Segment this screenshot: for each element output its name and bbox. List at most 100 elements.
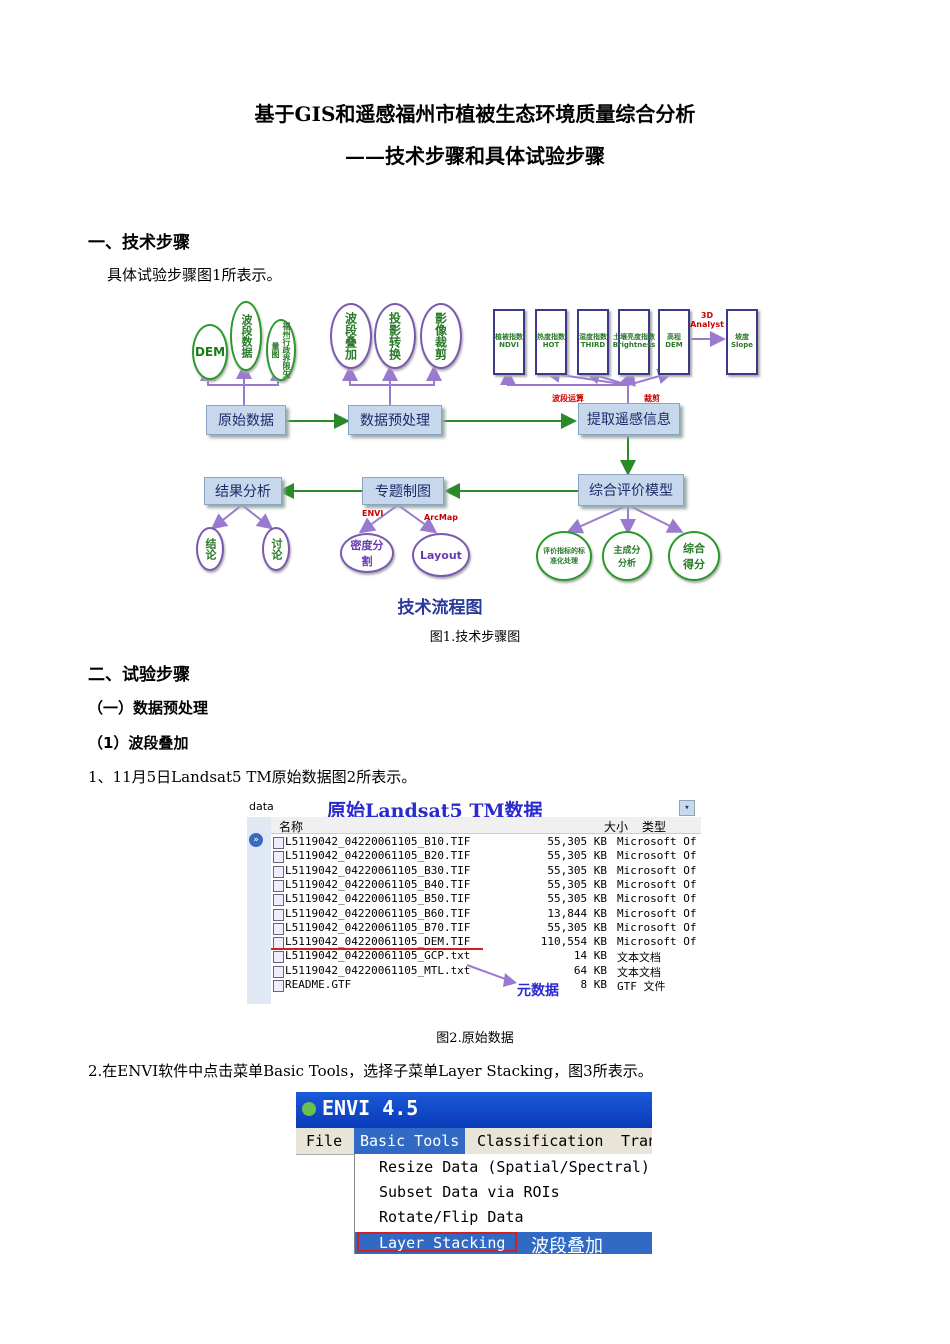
file-row[interactable]: L5119042_04220061105_B30.TIF 55,305 KB Mic… (247, 864, 701, 878)
section1-heading: 一、技术步骤 (88, 233, 190, 253)
envi-titlebar: ENVI 4.5 (296, 1092, 652, 1128)
third-box: 湿度指数THIRD (577, 309, 609, 375)
file-icon (273, 965, 284, 978)
hot-box: 热度指数HOT (535, 309, 567, 375)
section2-heading: 二、试验步骤 (88, 665, 190, 685)
file-type: GTF 文件 (617, 980, 666, 993)
side-pane: » (247, 817, 271, 1004)
file-type: Microsoft Of (617, 935, 697, 949)
preprocess-box: 数据预处理 (348, 405, 442, 435)
envi-screenshot: ENVI 4.5 File Basic Tools Classification… (296, 1092, 652, 1254)
column-size[interactable]: 大小 (604, 820, 629, 834)
file-name: README.GTF (285, 978, 352, 991)
highlight-box (357, 1232, 517, 1252)
thematic-mapping-box: 专题制图 (362, 477, 444, 505)
envi-logo-icon (302, 1102, 316, 1116)
band-data-ellipse: 波段数据 (230, 301, 262, 371)
figure1-caption: 图1.技术步骤图 (429, 630, 521, 645)
address-path: data (249, 800, 274, 813)
layout-ellipse: Layout (412, 533, 470, 577)
file-explorer-screenshot: data 原始Landsat5 TM数据 ▾ » 名称 大小 类型 L51190… (247, 797, 701, 1004)
menu-classification[interactable]: Classification (477, 1132, 604, 1150)
file-type: 文本文档 (617, 965, 661, 979)
section1-text: 具体试验步骤图1所表示。 (107, 266, 282, 284)
slope-box: 坡度Slope (726, 309, 758, 375)
density-slice-ellipse: 密度分割 (340, 533, 394, 573)
file-name: L5119042_04220061105_B30.TIF (285, 863, 471, 877)
chevron-down-icon[interactable]: ▾ (679, 800, 695, 816)
file-icon (273, 851, 284, 864)
brightness-box: 土壤亮度指数Brightness (613, 309, 655, 375)
submenu-layer-stacking[interactable]: Layer Stacking (379, 1234, 506, 1252)
file-size: 55,305 KB (547, 849, 607, 863)
layer-stacking-row[interactable]: Layer Stacking 波段叠加 (355, 1232, 652, 1254)
file-name: L5119042_04220061105_B60.TIF (285, 906, 471, 920)
figure2-caption: 图2.原始数据 (436, 1031, 514, 1046)
pca-ellipse: 主成分分析 (602, 531, 652, 581)
boundary-ellipse: 福州行政界限矢量图 (266, 319, 296, 381)
menu-file[interactable]: File (306, 1132, 343, 1150)
step1-text: 1、11月5日Landsat5 TM原始数据图2所表示。 (88, 768, 417, 786)
file-row[interactable]: L5119042_04220061105_B60.TIF 13,844 KB Mic… (247, 907, 701, 921)
file-icon (273, 865, 284, 878)
file-icon (273, 894, 284, 907)
file-row[interactable]: L5119042_04220061105_GCP.txt 14 KB 文本文档 (247, 949, 701, 965)
band-calc-label: 波段运算 (552, 394, 584, 403)
file-icon (273, 879, 284, 892)
file-icon (273, 837, 284, 849)
score-ellipse: 综合得分 (668, 531, 720, 581)
subsection-heading: （一）数据预处理 (88, 699, 209, 717)
metadata-annotation: 元数据 (517, 983, 559, 999)
file-name: L5119042_04220061105_B10.TIF (285, 835, 471, 848)
flowchart-title: 技术流程图 (397, 598, 483, 618)
file-icon (273, 908, 284, 921)
file-type: 文本文档 (617, 951, 661, 965)
dem-ellipse: DEM (192, 324, 228, 380)
file-name: L5119042_04220061105_B70.TIF (285, 920, 471, 934)
file-type: Microsoft Of (617, 920, 697, 934)
file-type: Microsoft Of (617, 906, 697, 920)
file-size: 55,305 KB (547, 920, 607, 934)
overlay-title: 原始Landsat5 TM数据 (327, 800, 543, 822)
ndvi-box: 植被指数NDVI (493, 309, 525, 375)
extract-info-box: 提取遥感信息 (578, 403, 680, 435)
projection-ellipse: 投影转换 (374, 303, 416, 369)
submenu-subset-data[interactable]: Subset Data via ROIs (379, 1183, 560, 1201)
band-stack-ellipse: 波段叠加 (330, 303, 372, 369)
flowchart-arrows (200, 331, 726, 535)
column-type[interactable]: 类型 (642, 820, 667, 834)
menu-basic-tools[interactable]: Basic Tools (354, 1128, 466, 1154)
standardize-ellipse: 评价指标的标准化处理 (536, 531, 592, 581)
file-type: Microsoft Of (617, 892, 697, 906)
file-size: 13,844 KB (547, 906, 607, 920)
column-name[interactable]: 名称 (279, 820, 304, 834)
analyst-label: 3D Analyst (690, 311, 724, 329)
conclusion-ellipse: 结论 (196, 527, 224, 571)
arcmap-label: ArcMap (424, 513, 458, 522)
menu-transform[interactable]: Tran (621, 1132, 652, 1150)
file-name: L5119042_04220061105_GCP.txt (285, 949, 471, 963)
envi-title: ENVI 4.5 (322, 1096, 419, 1120)
file-size: 55,305 KB (547, 863, 607, 877)
technical-flowchart: DEM 波段数据 福州行政界限矢量图 波段叠加 投影转换 影像裁剪 植被指数ND… (190, 297, 765, 619)
submenu-rotate-flip[interactable]: Rotate/Flip Data (379, 1208, 524, 1226)
address-bar[interactable]: data 原始Landsat5 TM数据 ▾ (247, 797, 701, 822)
dem-box: 高程DEM (658, 309, 690, 375)
file-size: 14 KB (573, 949, 607, 963)
file-size: 64 KB (573, 963, 607, 977)
file-row[interactable]: L5119042_04220061105_B70.TIF 55,305 KB Mic… (247, 921, 701, 935)
clip-label: 裁剪 (644, 394, 660, 403)
submenu-resize-data[interactable]: Resize Data (Spatial/Spectral) (379, 1158, 650, 1176)
subsubsection-heading: （1）波段叠加 (88, 734, 189, 752)
layer-stacking-annotation: 波段叠加 (531, 1236, 603, 1254)
file-type: Microsoft Of (617, 863, 697, 877)
file-name: L5119042_04220061105_B20.TIF (285, 849, 471, 863)
nav-icon[interactable]: » (249, 833, 263, 847)
